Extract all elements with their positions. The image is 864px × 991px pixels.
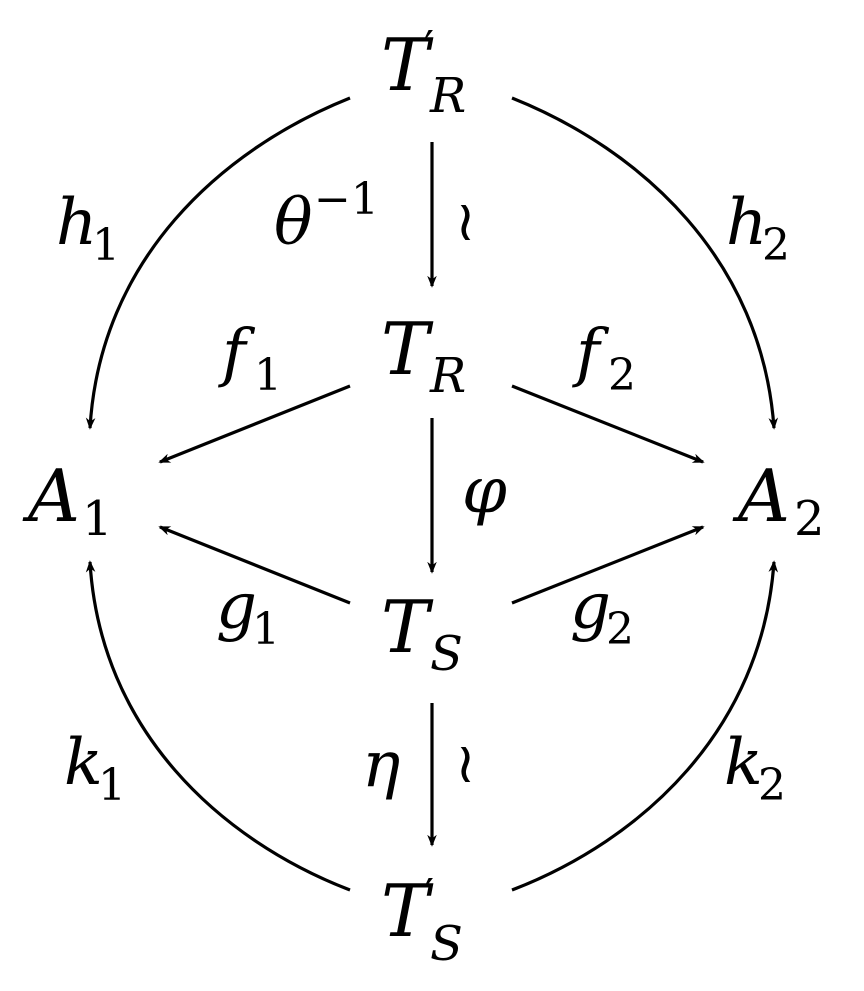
arrow-f2 (511, 384, 705, 464)
arrow-k2 (511, 560, 779, 892)
svg-text:A: A (22, 454, 80, 538)
iso-mark-theta: ≀ (455, 189, 476, 254)
svg-text:T: T (381, 23, 434, 107)
node-t-r: T R (381, 307, 466, 404)
svg-text:1: 1 (252, 604, 280, 655)
svg-text:2: 2 (606, 604, 634, 655)
svg-text:k: k (724, 726, 763, 800)
svg-text:k: k (64, 726, 103, 800)
svg-text:T: T (381, 585, 434, 669)
arrow-h1 (85, 96, 351, 430)
label-g1: g 1 (216, 570, 280, 655)
label-h2: h 2 (726, 186, 790, 271)
label-g2: g 2 (570, 570, 634, 655)
svg-text:1: 1 (82, 491, 113, 547)
svg-text:S: S (430, 916, 463, 972)
node-t-r-prime: T ′ R (381, 22, 466, 124)
label-eta: η (362, 728, 400, 802)
svg-text:h: h (56, 186, 97, 260)
iso-mark-eta: ≀ (455, 731, 476, 796)
svg-text:2: 2 (608, 350, 636, 401)
arrow-g1 (158, 525, 351, 605)
svg-text:f: f (572, 316, 610, 390)
label-theta-inverse: θ −1 (274, 174, 379, 260)
svg-text:2: 2 (794, 491, 825, 547)
svg-text:R: R (429, 68, 466, 124)
svg-text:θ: θ (274, 186, 313, 260)
label-f1: f 1 (218, 316, 282, 401)
svg-text:R: R (429, 348, 466, 404)
label-f2: f 2 (572, 316, 636, 401)
svg-text:−1: −1 (314, 174, 379, 225)
node-a1: A 1 (22, 454, 113, 547)
svg-text:′: ′ (424, 22, 434, 73)
node-t-s-prime: T ′ S (381, 869, 463, 972)
svg-text:T: T (381, 307, 434, 391)
svg-text:1: 1 (98, 760, 126, 811)
svg-text:g: g (216, 570, 257, 644)
label-phi: φ (462, 454, 507, 528)
svg-text:h: h (726, 186, 767, 260)
node-t-s: T S (381, 585, 463, 682)
arrow-f1 (158, 384, 351, 464)
arrow-h2 (511, 96, 779, 430)
svg-text:A: A (732, 454, 790, 538)
svg-text:′: ′ (424, 870, 434, 921)
svg-text:2: 2 (762, 220, 790, 271)
label-k2: k 2 (724, 726, 786, 811)
arrow-k1 (85, 560, 351, 892)
svg-text:T: T (381, 869, 434, 953)
svg-text:1: 1 (92, 220, 120, 271)
svg-text:g: g (570, 570, 611, 644)
node-a2: A 2 (732, 454, 825, 547)
label-k1: k 1 (64, 726, 126, 811)
svg-text:2: 2 (758, 760, 786, 811)
svg-text:f: f (218, 316, 256, 390)
svg-text:1: 1 (254, 350, 282, 401)
label-h1: h 1 (56, 186, 120, 271)
svg-text:S: S (430, 626, 463, 682)
arrow-g2 (511, 525, 705, 605)
